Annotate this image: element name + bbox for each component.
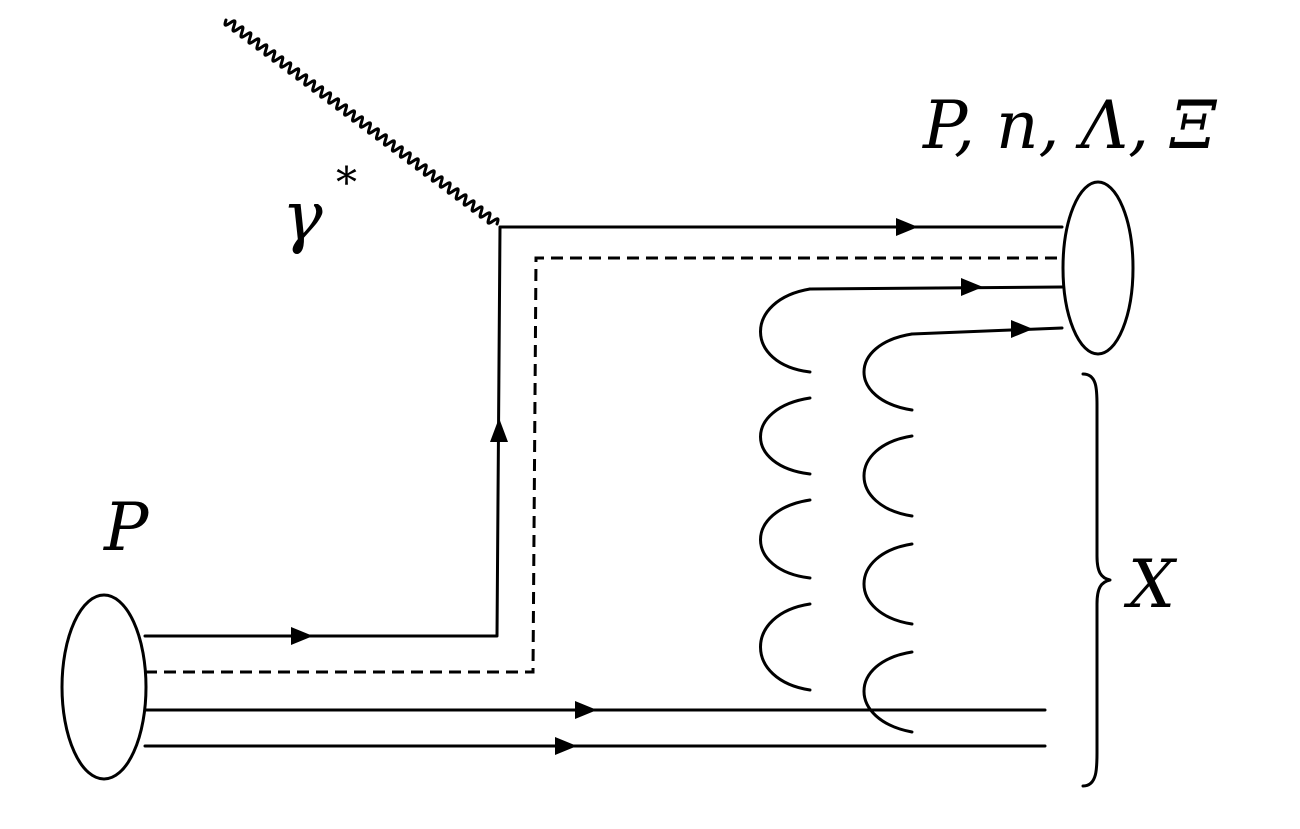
virtual-photon-line	[223, 18, 500, 226]
incoming-proton-blob	[60, 593, 148, 781]
outgoing-hadron-blob	[1061, 180, 1135, 356]
arrow-icon	[555, 737, 577, 755]
virtual-photon-label: γ	[282, 178, 323, 257]
remnant-label: X	[1123, 546, 1178, 623]
arrow-icon	[1011, 320, 1033, 338]
arrow-icon	[490, 418, 508, 442]
arrow-icon	[575, 701, 597, 719]
gluon-chain-right	[862, 332, 914, 734]
arrow-icon	[961, 278, 983, 296]
arrow-icon	[291, 627, 313, 645]
outgoing-hadrons-label: P, n, Λ, Ξ	[922, 87, 1218, 164]
arrow-icon	[896, 218, 918, 236]
dashed-color-line	[145, 256, 1062, 674]
virtual-photon-superscript: *	[336, 158, 357, 207]
incoming-proton-label: P	[103, 489, 150, 566]
gluon-chain-left	[759, 287, 812, 692]
produced-quark-line-2	[910, 326, 1064, 336]
produced-quark-line-1	[808, 285, 1064, 291]
remnant-brace	[1081, 372, 1112, 788]
